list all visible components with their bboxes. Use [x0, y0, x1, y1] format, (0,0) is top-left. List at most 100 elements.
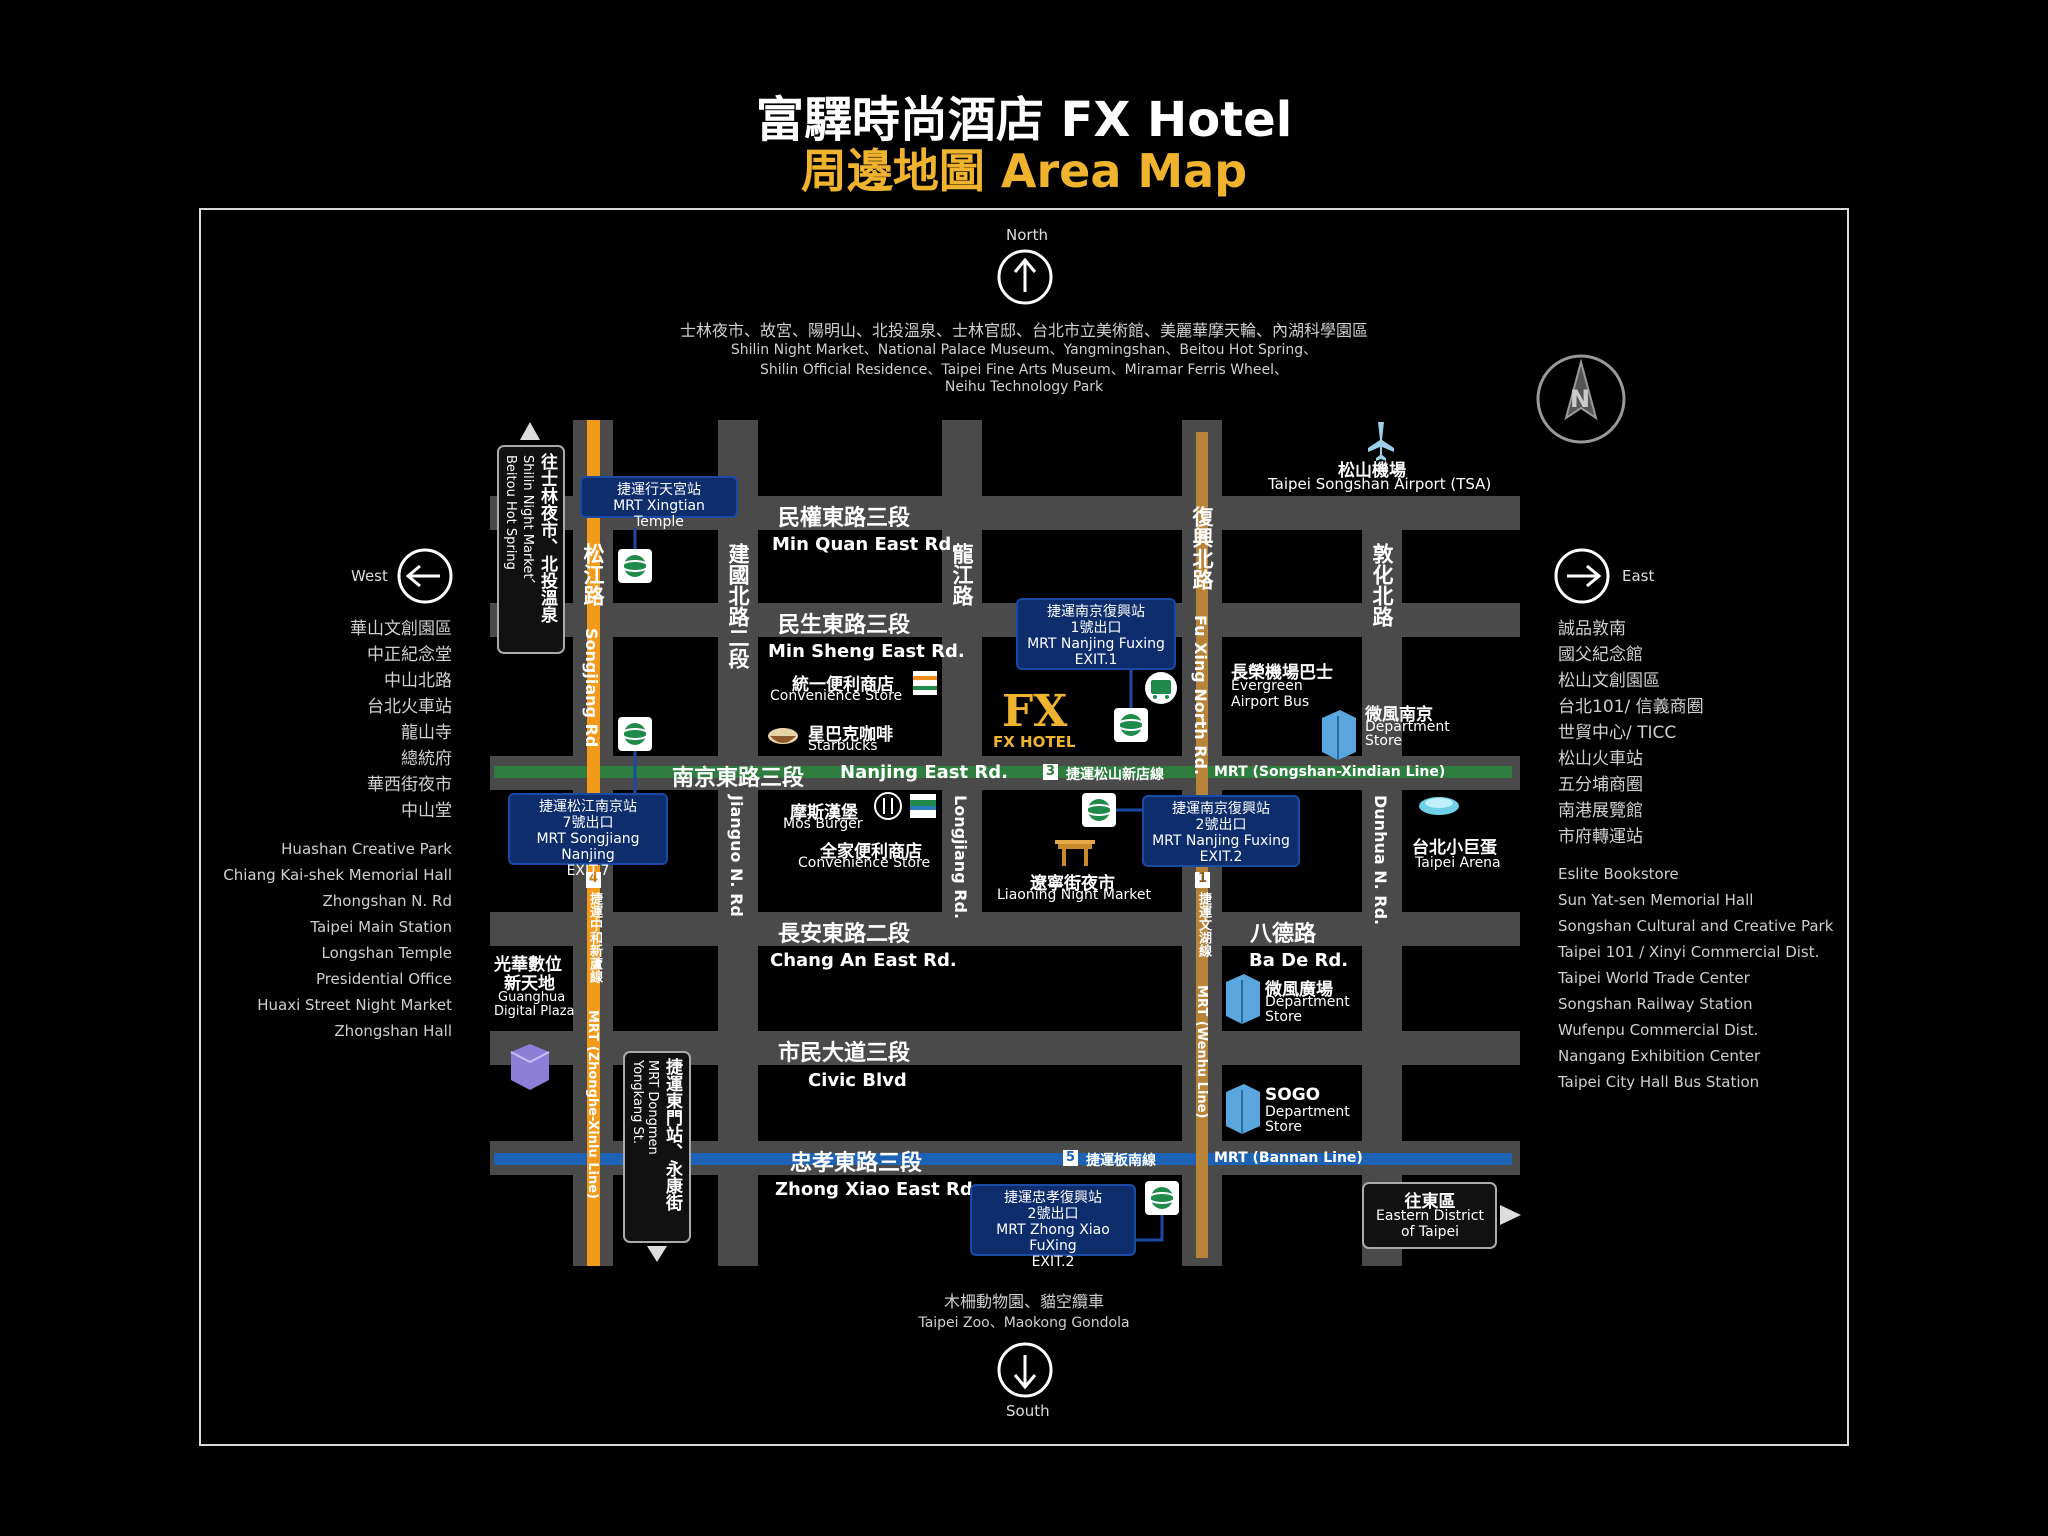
civic-zh: 市民大道三段: [778, 1041, 911, 1066]
sogo-en1: Department: [1265, 1104, 1350, 1120]
east-district-sign-box: [1362, 1182, 1497, 1249]
jianguo-road: [718, 420, 758, 1266]
jianguo-zh: 建國北路二段: [726, 543, 750, 669]
family-mart-icon: [910, 794, 936, 818]
zhonghe-line-en: MRT (Zhonghe-Xinlu Line): [585, 1010, 600, 1200]
songshan-line-badge: [1043, 764, 1058, 780]
bannan-line-num: 5: [1066, 1150, 1076, 1165]
compass-n-label: N: [1570, 385, 1591, 413]
east-label: East: [1622, 567, 1655, 585]
songjiang-zh: 松江路: [581, 543, 605, 606]
south-arrow-icon: [997, 1342, 1053, 1398]
mrt-songshan-line: [494, 766, 1512, 778]
evergreen-zh: 長榮機場巴士: [1231, 663, 1333, 683]
south-label: South: [1006, 1402, 1050, 1420]
seven-eleven-icon: [913, 671, 937, 695]
compass-n-icon: [1536, 354, 1626, 444]
north-destinations-en3: Neihu Technology Park: [944, 379, 1104, 395]
map-frame: [199, 208, 1849, 1446]
east-district-right-arrow-icon: [1500, 1205, 1521, 1225]
north-label: North: [1006, 226, 1048, 244]
mos-en: Mos Burger: [783, 816, 863, 832]
west-label: West: [351, 567, 388, 585]
jianguo-en: Jianguo N. Rd: [727, 795, 746, 917]
nanjing-zh: 南京東路三段: [672, 766, 805, 791]
fuxing-en: Fu Xing North Rd.: [1191, 615, 1210, 776]
dunhua-road: [1362, 530, 1402, 1266]
weifeng-nj-zh: 微風南京: [1365, 705, 1433, 725]
wenhu-line-badge: [1195, 872, 1210, 888]
east-district-en1: Eastern District: [1376, 1208, 1484, 1224]
liaoning-zh: 遼寧街夜市: [1030, 874, 1115, 894]
guanghua-en2: Digital Plaza: [494, 1004, 575, 1019]
dongmen-en2: Yongkang St.: [630, 1060, 645, 1145]
airport-en: Taipei Songshan Airport (TSA): [1268, 475, 1492, 493]
east-district-zh: 往東區: [1404, 1192, 1456, 1212]
bannan-line-zh: 捷運板南線: [1086, 1153, 1156, 1169]
songshan-line-zh: 捷運松山新店線: [1066, 767, 1164, 783]
shilin-up-arrow-icon: [520, 422, 540, 440]
civic-en: Civic Blvd: [808, 1070, 907, 1091]
dongmen-zh: 捷運東門站、永康街: [662, 1058, 682, 1211]
mrt-marker-nf2-icon: [1082, 793, 1116, 827]
songjiang-en: Songjiang Rd: [582, 628, 601, 748]
map-title: 富驛時尚酒店 FX Hotel: [755, 92, 1293, 148]
north-destinations-en1: Shilin Night Market、National Palace Muse…: [730, 342, 1318, 358]
mrt-marker-songjiang-icon: [618, 717, 652, 751]
shilin-en1: Shilin Night Market、: [520, 455, 535, 592]
bade-en: Ba De Rd.: [1249, 950, 1349, 971]
north-destinations-en2: Shilin Official Residence、Taipei Fine Ar…: [759, 362, 1289, 378]
dongmen-down-arrow-icon: [647, 1246, 667, 1262]
bus-icon: [1145, 672, 1177, 704]
evergreen-en2: Airport Bus: [1231, 694, 1310, 710]
mrt-bannan-line: [494, 1153, 1512, 1165]
family-zh: 全家便利商店: [820, 842, 922, 862]
sogo-building-icon: [1226, 1084, 1260, 1134]
wenhu-line-en: MRT (Wenhu Line): [1194, 985, 1209, 1119]
weifeng-nanjing-building-icon: [1322, 710, 1356, 760]
sogo-zh: SOGO: [1265, 1085, 1321, 1105]
liaoning-en: Liaoning Night Market: [997, 887, 1151, 903]
north-arrow-icon: [997, 249, 1053, 305]
zhongxiao-zh: 忠孝東路三段: [790, 1151, 923, 1176]
minsheng-road: [490, 603, 1520, 637]
weifeng-square-building-icon: [1226, 974, 1260, 1024]
night-market-gate-icon: [1055, 840, 1095, 866]
longjiang-road: [942, 420, 982, 920]
minquan-en: Min Quan East Rd.: [772, 534, 959, 555]
bannan-line-en: MRT (Bannan Line): [1214, 1150, 1363, 1166]
weifeng-nj-en1: Department: [1365, 719, 1450, 735]
fuxing-zh: 復興北路: [1190, 506, 1214, 590]
weifeng-sq-zh: 微風廣場: [1265, 980, 1333, 1000]
arena-en: Taipei Arena: [1415, 855, 1501, 871]
longjiang-zh: 龍江路: [950, 543, 974, 606]
east-arrow-icon: [1554, 548, 1610, 604]
zhonghe-line-num: 4: [589, 871, 599, 886]
zhonghe-line-badge: [586, 872, 601, 888]
weifeng-sq-en1: Department: [1265, 994, 1350, 1010]
airplane-icon: [1368, 422, 1394, 461]
starbucks-en: Starbucks: [808, 738, 878, 754]
zhonghe-line-zh: 捷運中和新蘆線: [587, 892, 602, 983]
guanghua-en1: Guanghua: [498, 990, 566, 1005]
mrt-marker-nf1-icon: [1114, 708, 1148, 742]
nanjing-en: Nanjing East Rd.: [840, 762, 1008, 783]
wenhu-line-num: 1: [1198, 871, 1208, 886]
west-arrow-icon: [397, 548, 453, 604]
dunhua-zh: 敦化北路: [1370, 543, 1394, 627]
seven-zh: 統一便利商店: [792, 675, 894, 695]
shilin-en2: Beitou Hot Spring: [503, 455, 518, 570]
fx-hotel-logo: FX: [1002, 686, 1068, 737]
west-destinations-zh: 華山文創園區中正紀念堂中山北路台北火車站 龍山寺總統府華西街夜市中山堂: [350, 619, 452, 821]
sogo-en2: Store: [1265, 1119, 1303, 1135]
guanghua-building-icon: [510, 1044, 550, 1090]
seven-en: Convenience Store: [770, 688, 903, 704]
